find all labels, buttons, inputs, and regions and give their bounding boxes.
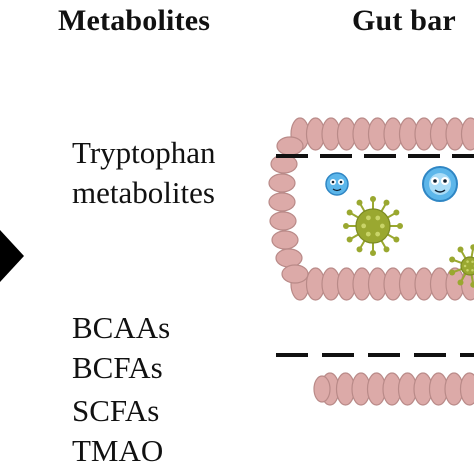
green-virus-icon bbox=[449, 244, 474, 288]
epithelial-cell-icon bbox=[281, 264, 309, 284]
black-arrowhead-icon bbox=[0, 230, 24, 282]
metabolites-header: Metabolites bbox=[58, 4, 211, 37]
epithelial-cell-icon bbox=[276, 136, 304, 156]
epithelial-cells bbox=[268, 117, 474, 406]
label-bcfas: BCFAs bbox=[72, 350, 163, 385]
label-tryptophan: Tryptophan bbox=[72, 135, 216, 170]
epithelial-cell-icon bbox=[459, 372, 474, 406]
gut-barrier-header: Gut bar bbox=[352, 4, 456, 37]
blue-bacteria-icon bbox=[422, 166, 458, 202]
epithelial-cell-icon bbox=[268, 173, 296, 193]
epithelial-cell-icon bbox=[268, 192, 296, 212]
barrier-dashed-lines bbox=[276, 154, 474, 357]
green-virus-icon bbox=[343, 196, 403, 256]
label-metabolites: metabolites bbox=[72, 175, 215, 210]
epithelial-cell-icon bbox=[275, 248, 303, 268]
label-tmao: TMAO bbox=[72, 433, 164, 468]
label-bcaas: BCAAs bbox=[72, 310, 171, 345]
label-scfas: SCFAs bbox=[72, 393, 160, 428]
epithelial-cell-icon bbox=[269, 211, 297, 231]
epithelial-cell-icon bbox=[271, 230, 299, 250]
blue-bacteria-icon bbox=[325, 172, 349, 196]
epithelial-cell-icon bbox=[313, 375, 331, 403]
epithelial-cell-icon bbox=[460, 117, 474, 151]
